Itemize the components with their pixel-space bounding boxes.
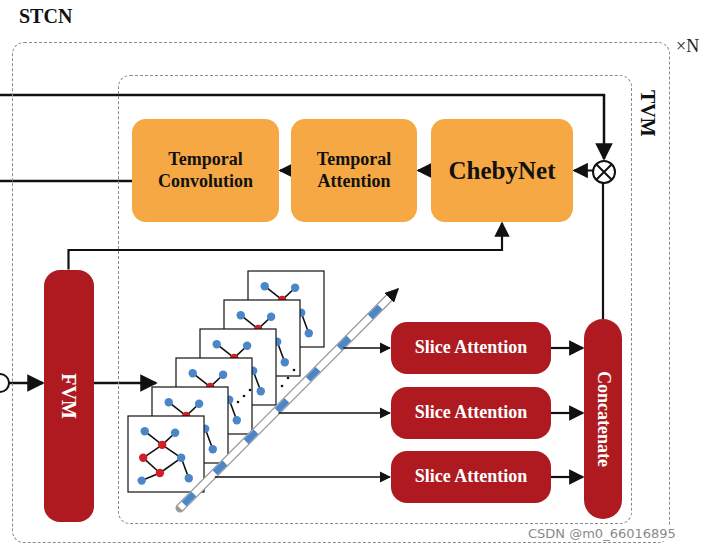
box-label: Concatenate bbox=[592, 371, 614, 467]
multiply-symbol bbox=[593, 161, 615, 183]
box-label: FVM bbox=[57, 373, 81, 419]
watermark: CSDN @m0_66016895 bbox=[528, 526, 676, 541]
connector bbox=[574, 171, 603, 320]
module-region: TVMTemporal ConvolutionTemporal Attentio… bbox=[118, 75, 632, 524]
module-region: STCNTVMTemporal ConvolutionTemporal Atte… bbox=[12, 42, 670, 543]
box-label: ChebyNet bbox=[443, 156, 562, 186]
connector bbox=[551, 412, 583, 414]
output-line bbox=[0, 180, 133, 183]
fvm-output-line bbox=[94, 382, 156, 385]
leader-line bbox=[343, 347, 390, 349]
region-title: TVM bbox=[636, 90, 659, 137]
box-label: Temporal Convolution bbox=[132, 149, 279, 192]
graph-slice bbox=[128, 416, 204, 492]
process-box: Temporal Attention bbox=[291, 119, 417, 222]
box-label: Slice Attention bbox=[415, 466, 528, 488]
leader-line bbox=[215, 476, 390, 478]
concat-box: Concatenate bbox=[584, 319, 622, 519]
attention-box: Slice Attention bbox=[391, 451, 551, 503]
box-label: Slice Attention bbox=[415, 337, 528, 359]
connector bbox=[551, 347, 583, 349]
process-box: Temporal Convolution bbox=[132, 119, 279, 222]
module-box: FVM bbox=[44, 270, 94, 522]
box-label: Slice Attention bbox=[415, 402, 528, 424]
add-symbol bbox=[0, 374, 9, 392]
slice-leaders bbox=[215, 348, 390, 477]
input-line bbox=[9, 382, 43, 385]
attention-box: Slice Attention bbox=[391, 387, 551, 439]
box-label: Temporal Attention bbox=[291, 149, 417, 192]
region-title: STCN bbox=[19, 5, 72, 28]
connector bbox=[69, 223, 503, 270]
attention-box: Slice Attention bbox=[391, 322, 551, 374]
connector bbox=[280, 169, 291, 171]
time-axis bbox=[180, 289, 398, 508]
connector bbox=[551, 476, 583, 478]
process-box: ChebyNet bbox=[431, 119, 573, 222]
connector bbox=[418, 169, 431, 171]
leader-line bbox=[279, 412, 390, 414]
repeat-label: ×N bbox=[676, 36, 699, 57]
